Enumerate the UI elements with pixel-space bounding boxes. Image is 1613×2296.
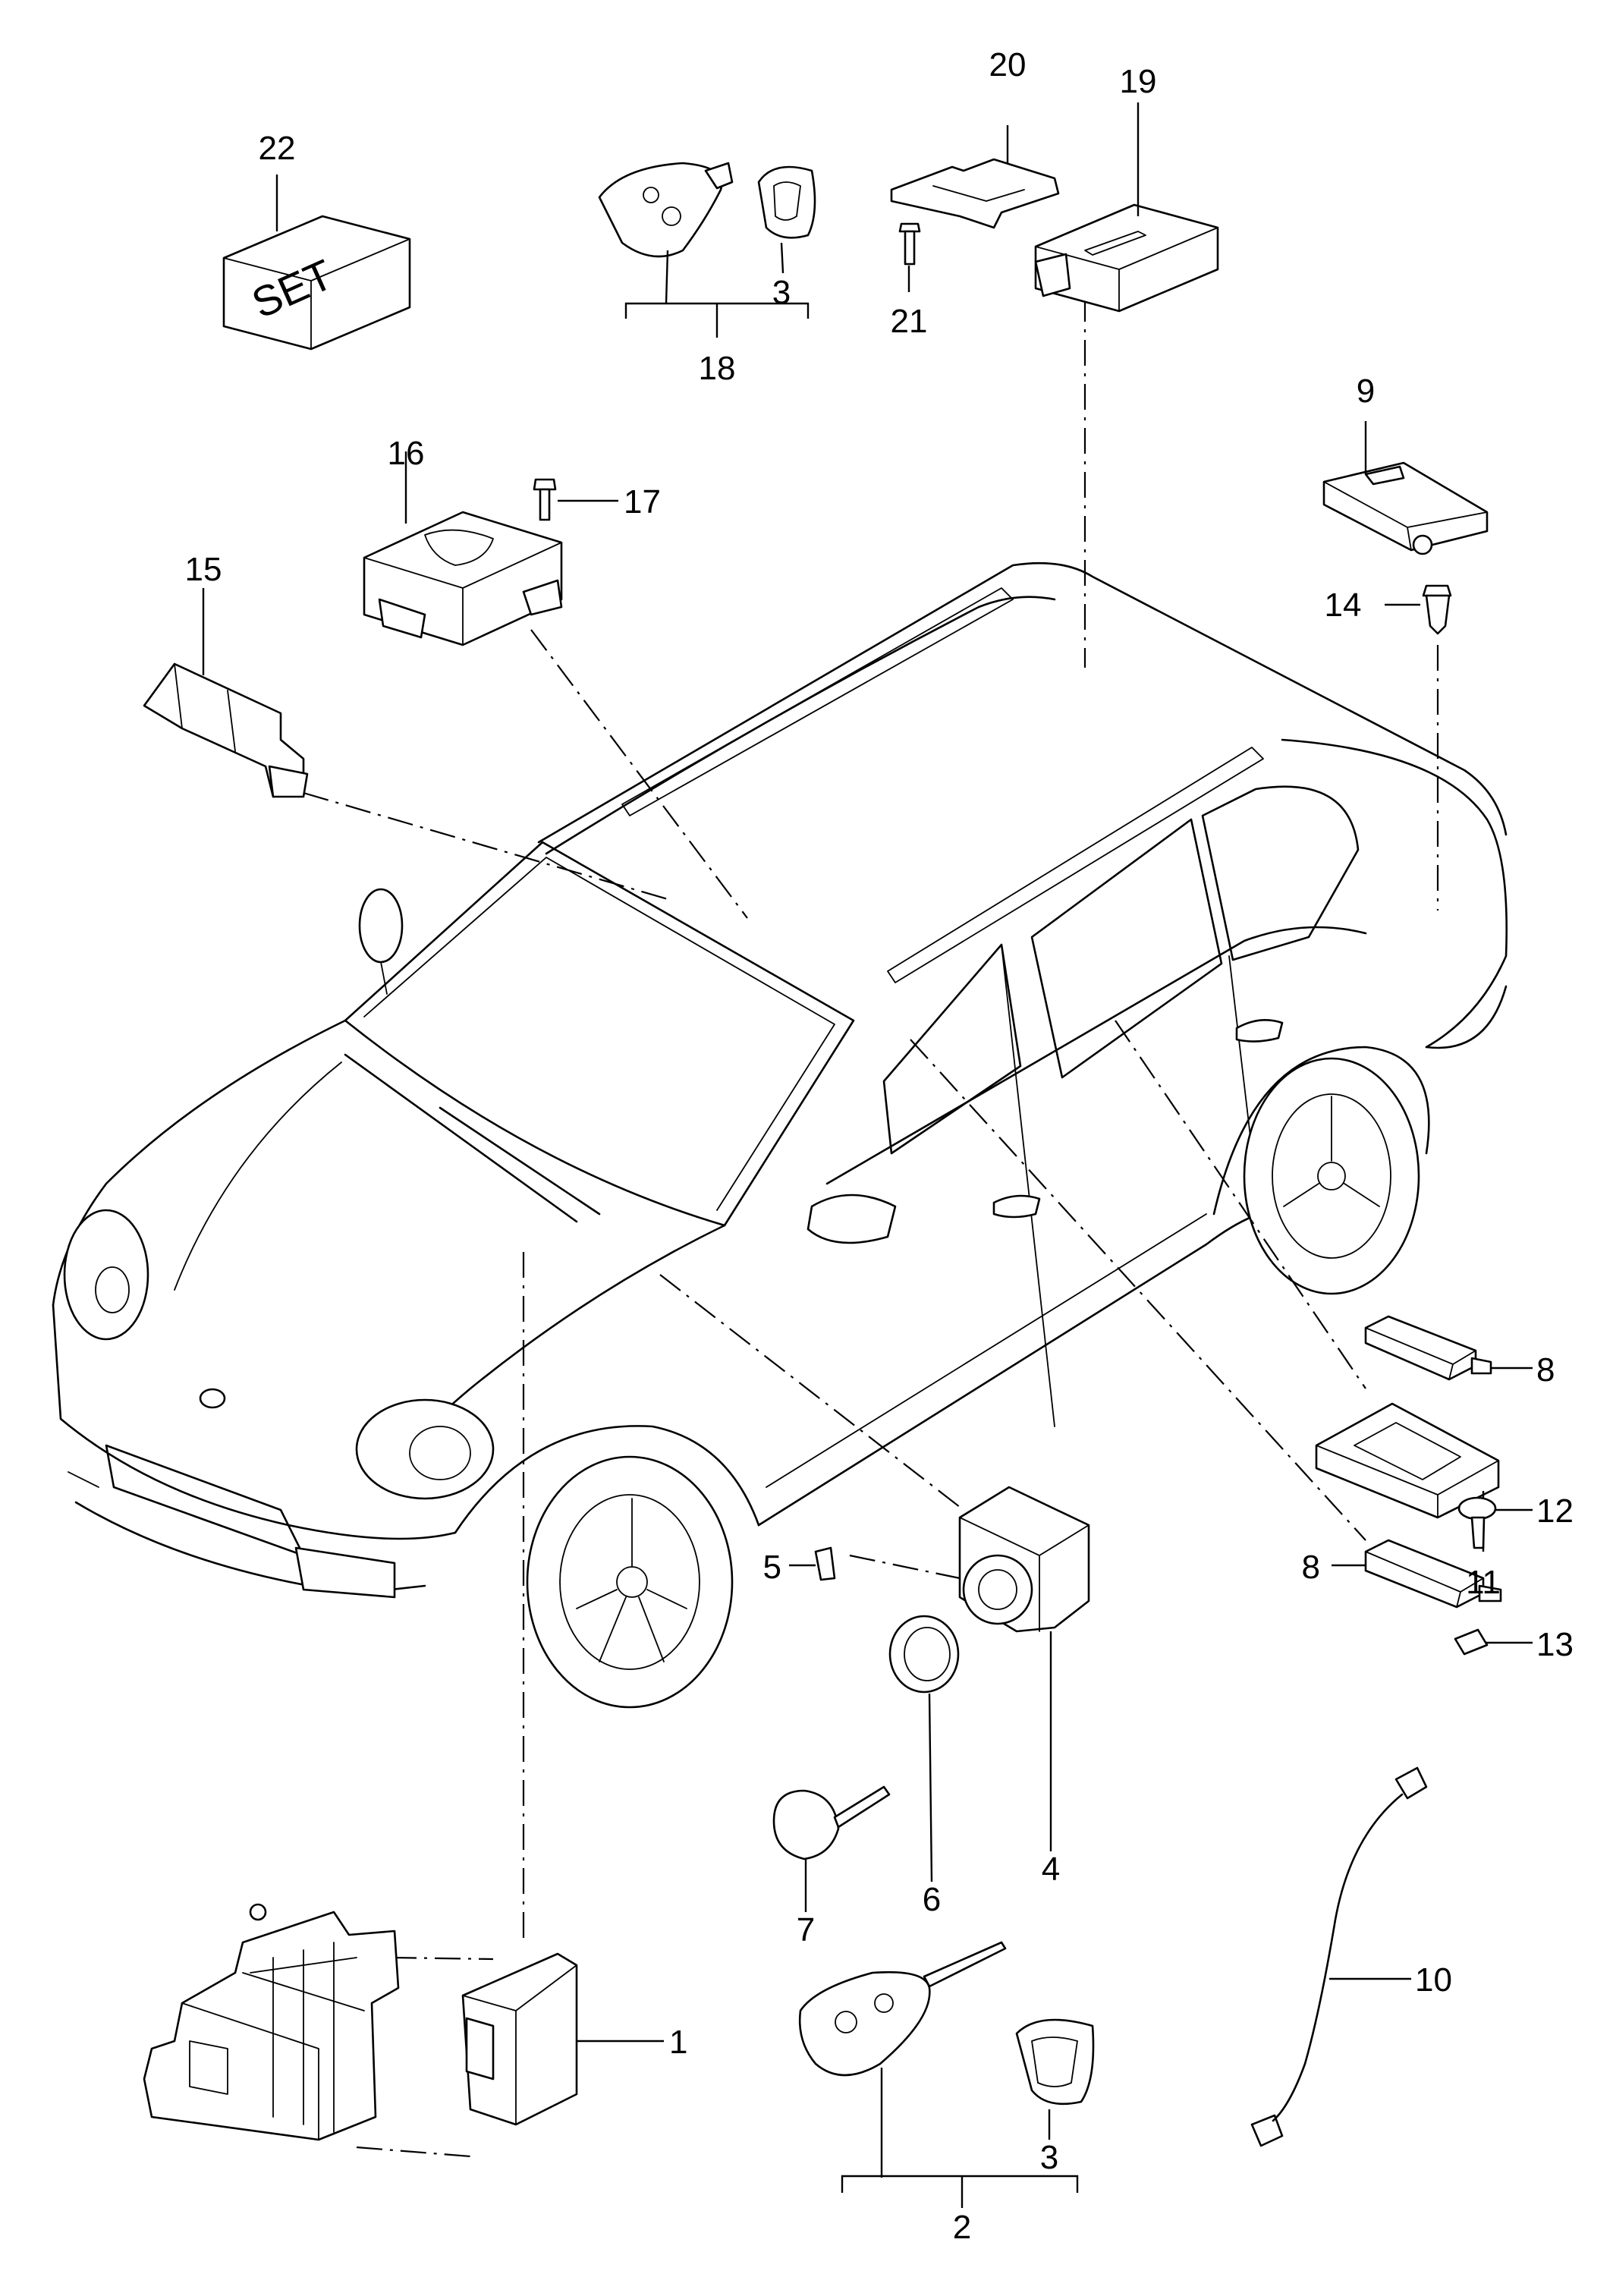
callout-13: 13 <box>1536 1626 1574 1663</box>
part-5-clip <box>789 1546 836 1581</box>
part-20-bracket <box>890 125 1060 229</box>
part-21-screw <box>898 222 921 292</box>
callout-1: 1 <box>669 2024 687 2061</box>
part-22-repair-kit: SET <box>222 175 411 351</box>
part-6-ring <box>888 1615 960 1882</box>
callout-18: 18 <box>699 350 736 387</box>
callout-5: 5 <box>763 1549 781 1586</box>
part-12-screw <box>1457 1496 1533 1549</box>
callout-16: 16 <box>388 435 425 472</box>
part-10-cable <box>1250 1766 1428 2147</box>
part-1-control-unit <box>143 1903 664 2141</box>
callout-21: 21 <box>891 303 928 340</box>
callout-17: 17 <box>624 483 661 521</box>
part-4-ignition-switch <box>958 1486 1090 1851</box>
callout-11: 11 <box>1466 1564 1501 1601</box>
callout-labels: 22 3 18 20 19 21 9 14 16 17 15 8 11 12 8… <box>185 46 1574 2246</box>
vehicle-outline <box>52 561 1508 1709</box>
callout-15: 15 <box>185 551 222 588</box>
callout-9: 9 <box>1357 373 1375 410</box>
callout-19: 19 <box>1120 63 1157 100</box>
part-13-nut <box>1454 1628 1533 1656</box>
part-18-key-housing <box>598 162 816 338</box>
part-14-clip <box>1385 584 1452 635</box>
part-9-antenna <box>1322 421 1489 555</box>
part-16-control-unit <box>363 451 563 646</box>
part-7-key <box>772 1785 891 1912</box>
assignment-lines <box>303 296 1439 2158</box>
part-17-screw <box>533 478 618 521</box>
callout-4: 4 <box>1042 1851 1060 1888</box>
callout-20: 20 <box>989 46 1027 83</box>
callout-8-upper: 8 <box>1536 1351 1555 1389</box>
part-19-control-unit <box>1034 102 1219 313</box>
part-2-folding-key <box>798 1941 1095 2208</box>
callout-3-bottom: 3 <box>1040 2139 1058 2176</box>
part-11-cover <box>1315 1402 1500 1552</box>
callout-10: 10 <box>1415 1961 1452 1999</box>
callout-14: 14 <box>1325 587 1362 624</box>
callout-7: 7 <box>797 1911 815 1948</box>
callout-6: 6 <box>923 1881 941 1918</box>
callout-8-lower: 8 <box>1302 1549 1320 1586</box>
callout-2: 2 <box>953 2209 971 2246</box>
callout-3-top: 3 <box>772 274 791 311</box>
callout-12: 12 <box>1536 1492 1574 1530</box>
callout-22: 22 <box>259 130 296 167</box>
part-15-antenna <box>143 588 309 798</box>
part-8-antenna-upper <box>1364 1315 1533 1381</box>
part-8-antenna-lower <box>1332 1539 1502 1609</box>
